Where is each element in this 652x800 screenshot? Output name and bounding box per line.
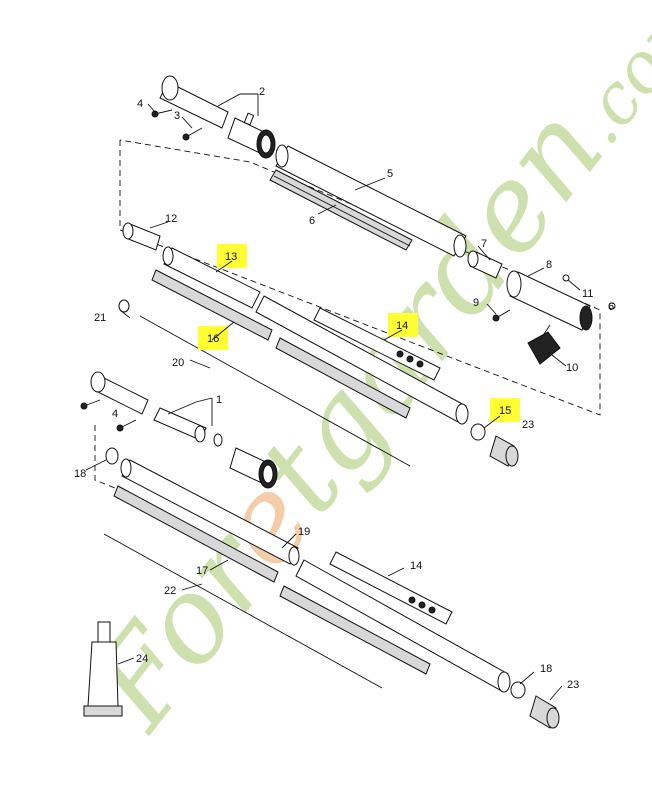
leader-lines [85,93,581,701]
decal-14-lower [329,551,453,625]
callout-13: 13 [225,251,237,263]
liner-17 [113,485,431,675]
callout-2: 2 [259,86,265,98]
screw-4 [151,109,173,118]
callout-labels: 2 4 3 5 6 12 7 8 11 6 9 10 13 14 16 15 2… [74,86,614,691]
callout-24: 24 [136,653,148,665]
decal-14-upper [313,307,441,381]
callout-6b: 6 [608,301,614,313]
callout-3-upper: 3 [174,110,180,122]
callout-21: 21 [94,312,106,324]
callout-1: 1 [216,394,222,406]
sleeve-7 [467,250,503,279]
nut-18-right [510,681,526,699]
svg-text:Foretgarden.com: Foretgarden.com [62,0,652,754]
screw-3-lower [116,419,137,432]
callout-15: 15 [499,405,511,417]
callout-19: 19 [298,526,310,538]
callout-12: 12 [165,213,177,225]
highlight-13 [217,244,247,268]
drive-liner-6 [269,169,413,251]
callout-22: 22 [164,585,176,597]
callout-11: 11 [582,288,593,300]
liner-16 [151,269,411,419]
highlight-14 [388,313,418,337]
callout-16: 16 [207,333,219,345]
coupling-lower [90,371,278,489]
grease-tube-24 [83,621,123,717]
callout-23-lower: 23 [567,679,579,691]
callout-9: 9 [473,297,479,309]
callout-14-upper: 14 [396,320,408,332]
spacer-21 [118,299,130,313]
drive-shaft-20 [139,315,411,467]
screw-4-lower [80,399,101,410]
callout-20: 20 [172,357,184,369]
cap-23-lower [529,695,560,729]
tube-13 [162,246,469,425]
drive-shaft-22 [103,533,383,689]
assembly-boundary-upper [119,139,601,416]
screw-3 [182,127,203,141]
callout-18-right: 18 [540,663,552,675]
knob-10 [527,324,561,365]
coupling-upper [159,75,276,159]
callout-6: 6 [309,215,315,227]
nut-15 [470,423,486,441]
sleeve-12 [122,222,161,251]
callout-5: 5 [387,168,393,180]
screw-9 [492,309,511,322]
highlight-16 [198,326,228,350]
clamp-8 [506,270,593,331]
callout-7: 7 [481,238,487,250]
assembly-boundary-lower [94,425,121,491]
nut-11 [562,274,616,310]
callout-10: 10 [566,362,578,374]
bushing-18-left [105,447,119,465]
callout-23-upper: 23 [522,419,534,431]
callout-18-left: 18 [74,468,86,480]
callout-8: 8 [546,259,552,271]
callout-17: 17 [196,565,208,577]
tube-19 [120,458,511,693]
decal-icons-upper [396,350,424,368]
watermark: Foretgarden.com [62,0,652,754]
callout-14-lower: 14 [410,560,422,572]
callout-4-lower: 4 [112,408,118,420]
tube-5 [275,144,467,258]
cap-23-upper [489,435,519,467]
highlight-15 [490,398,520,422]
callout-4-upper: 4 [137,98,143,110]
